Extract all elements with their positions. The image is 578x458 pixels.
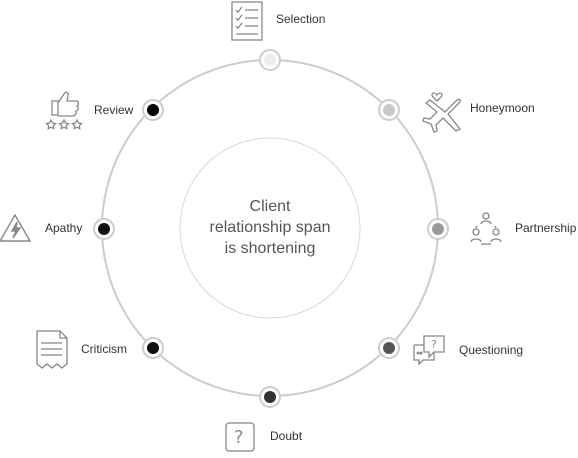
- inner-ring: [179, 137, 361, 319]
- svg-text:?: ?: [431, 338, 437, 351]
- stage-label-doubt: Doubt: [270, 429, 303, 443]
- thumbs-up-stars-icon: [45, 91, 83, 130]
- stage-marker-criticism[interactable]: [142, 337, 164, 359]
- center-line-1: Client: [249, 198, 291, 215]
- stage-dot-selection: [264, 54, 276, 66]
- stage-label-questioning: Questioning: [459, 343, 524, 357]
- stage-dot-review: [147, 104, 159, 116]
- chat-question-icon: ?: [413, 335, 445, 366]
- torn-document-icon: [36, 330, 68, 369]
- stage-marker-doubt[interactable]: [259, 386, 281, 408]
- stage-dot-apathy: [98, 223, 110, 235]
- stage-dot-partnership: [432, 223, 444, 235]
- stage-dot-doubt: [264, 391, 276, 403]
- stage-marker-partnership[interactable]: [427, 218, 449, 240]
- stage-dot-questioning: [383, 342, 395, 354]
- center-line-2: relationship span: [209, 219, 331, 236]
- stage-label-selection: Selection: [276, 12, 326, 26]
- center-caption: Client relationship span is shortening: [180, 196, 360, 259]
- airplane-heart-icon: [422, 92, 462, 133]
- checklist-icon: [231, 1, 263, 41]
- stage-label-partnership: Partnership: [515, 221, 577, 235]
- stage-dot-honeymoon: [383, 104, 395, 116]
- stage-marker-selection[interactable]: [259, 49, 281, 71]
- stage-dot-criticism: [147, 342, 159, 354]
- team-network-icon: [470, 212, 502, 245]
- stage-label-apathy: Apathy: [45, 221, 83, 235]
- question-box-icon: ?: [225, 422, 255, 452]
- stage-label-honeymoon: Honeymoon: [470, 101, 535, 115]
- stage-label-criticism: Criticism: [81, 342, 127, 356]
- stage-marker-questioning[interactable]: [378, 337, 400, 359]
- stage-label-review: Review: [94, 103, 134, 117]
- stage-marker-honeymoon[interactable]: [378, 99, 400, 121]
- warning-triangle-icon: [0, 213, 32, 242]
- svg-text:?: ?: [234, 427, 244, 448]
- center-line-3: is shortening: [224, 240, 316, 257]
- stage-marker-review[interactable]: [142, 99, 164, 121]
- stage-marker-apathy[interactable]: [93, 218, 115, 240]
